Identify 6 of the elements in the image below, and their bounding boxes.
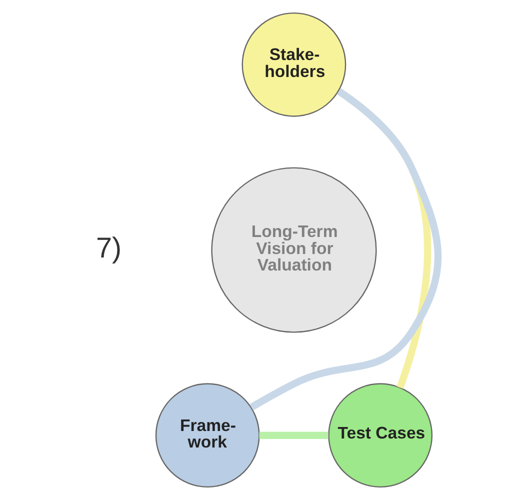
node-circle: Frame- work [154,383,260,488]
node-circle: Test Cases [328,383,432,488]
connector [258,432,328,439]
node-circle: Long-Term Vision for Valuation [210,167,376,333]
label: 7) [95,232,122,264]
node-circle: Stake- holders [241,12,346,117]
